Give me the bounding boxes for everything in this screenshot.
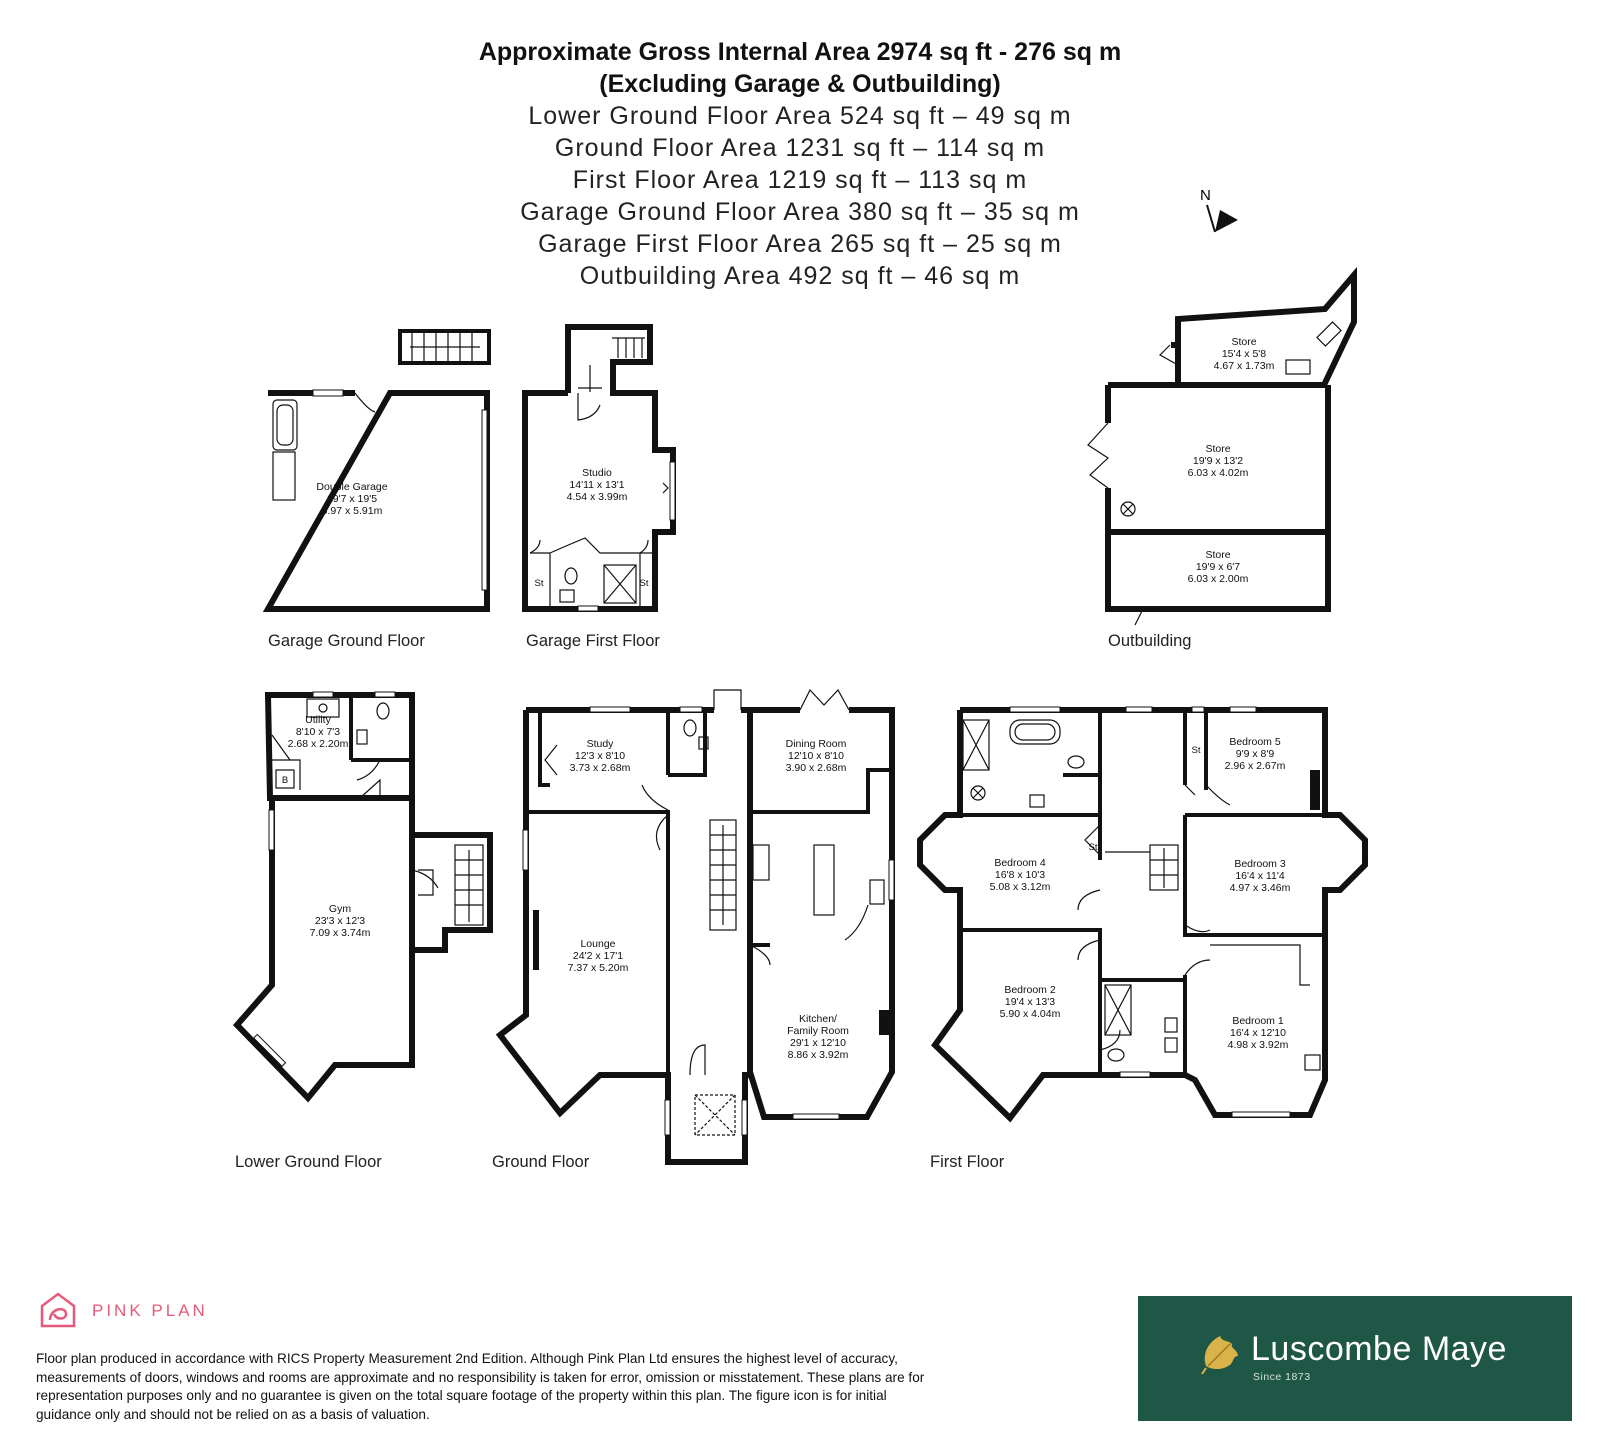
double-garage-name: Double Garage (316, 481, 387, 493)
area-line-outbuilding: Outbuilding Area 492 sq ft – 46 sq m (579, 262, 1021, 290)
gym-name: Gym (329, 903, 351, 915)
store-bottom-name: Store (1205, 549, 1230, 561)
bedroom5-imperial: 9'9 x 8'9 (1236, 748, 1275, 760)
gross-area-title: Approximate Gross Internal Area 2974 sq … (478, 38, 1122, 66)
garage-first-st-right: St (640, 578, 649, 589)
lower-ground-floor-label: Lower Ground Floor (235, 1153, 382, 1171)
bedroom3-name: Bedroom 3 (1234, 858, 1286, 870)
bedroom4-name: Bedroom 4 (994, 857, 1046, 869)
bedroom1-imperial: 16'4 x 12'10 (1230, 1027, 1286, 1039)
north-arrow-icon: N (1200, 187, 1238, 233)
store-bottom-imperial: 19'9 x 6'7 (1196, 561, 1240, 573)
area-line-ground: Ground Floor Area 1231 sq ft – 114 sq m (554, 134, 1046, 162)
garage-first-floor-label: Garage First Floor (526, 632, 660, 650)
store-mid-name: Store (1205, 443, 1230, 455)
gym-metric: 7.09 x 3.74m (310, 927, 371, 939)
bedroom2-imperial: 19'4 x 13'3 (1005, 996, 1055, 1008)
store-bottom-metric: 6.03 x 2.00m (1188, 573, 1249, 585)
double-garage-metric: 5.97 x 5.91m (322, 505, 383, 517)
pink-plan-brand: PINK PLAN (92, 1301, 208, 1320)
agent-logo-box: Luscombe Maye Since 1873 (1138, 1296, 1572, 1421)
first-floor-st-landing: St (1089, 842, 1098, 853)
store-top-name: Store (1231, 336, 1256, 348)
utility-imperial: 8'10 x 7'3 (296, 726, 340, 738)
kitchen-name-2: Family Room (787, 1025, 849, 1037)
studio-imperial: 14'11 x 13'1 (569, 479, 624, 491)
first-floor-st-bedroom5: St (1192, 745, 1201, 756)
dining-room-imperial: 12'10 x 8'10 (788, 750, 844, 762)
area-line-lower-ground: Lower Ground Floor Area 524 sq ft – 49 s… (528, 102, 1072, 130)
studio-name: Studio (582, 467, 612, 479)
dining-room-metric: 3.90 x 2.68m (786, 762, 847, 774)
garage-first-floor-plan: St St Studio 14'11 x 13'1 4.54 x 3.99m G… (522, 324, 676, 650)
area-line-first: First Floor Area 1219 sq ft – 113 sq m (572, 166, 1028, 194)
ground-floor-label: Ground Floor (492, 1153, 590, 1171)
bedroom3-imperial: 16'4 x 11'4 (1235, 870, 1285, 882)
lounge-metric: 7.37 x 5.20m (568, 962, 629, 974)
bedroom3-metric: 4.97 x 3.46m (1230, 882, 1291, 894)
garage-ground-floor-label: Garage Ground Floor (268, 632, 425, 650)
garage-ground-floor-plan: Double Garage 19'7 x 19'5 5.97 x 5.91m G… (262, 329, 491, 650)
store-mid-metric: 6.03 x 4.02m (1188, 467, 1249, 479)
study-metric: 3.73 x 2.68m (570, 762, 631, 774)
studio-metric: 4.54 x 3.99m (567, 491, 628, 503)
area-line-garage-first: Garage First Floor Area 265 sq ft – 25 s… (538, 230, 1062, 258)
outbuilding-plan: Store 15'4 x 5'8 4.67 x 1.73m Store 19'9… (1087, 266, 1357, 650)
first-floor-label: First Floor (930, 1153, 1005, 1171)
utility-metric: 2.68 x 2.20m (288, 738, 349, 750)
bedroom5-name: Bedroom 5 (1229, 736, 1281, 748)
double-garage-imperial: 19'7 x 19'5 (327, 493, 377, 505)
kitchen-name: Kitchen/ (799, 1013, 837, 1025)
lounge-name: Lounge (580, 938, 615, 950)
gym-imperial: 23'3 x 12'3 (315, 915, 365, 927)
agent-since: Since 1873 (1253, 1371, 1311, 1383)
disclaimer-text: Floor plan produced in accordance with R… (36, 1351, 925, 1422)
oak-leaf-icon (1198, 1326, 1250, 1383)
utility-name: Utility (305, 714, 331, 726)
store-mid-imperial: 19'9 x 13'2 (1193, 455, 1243, 467)
store-top-metric: 4.67 x 1.73m (1214, 360, 1275, 372)
bedroom1-name: Bedroom 1 (1232, 1015, 1284, 1027)
bedroom5-metric: 2.96 x 2.67m (1225, 760, 1286, 772)
study-imperial: 12'3 x 8'10 (575, 750, 625, 762)
bedroom2-name: Bedroom 2 (1004, 984, 1056, 996)
outbuilding-label: Outbuilding (1108, 632, 1191, 650)
lounge-imperial: 24'2 x 17'1 (573, 950, 623, 962)
store-top-imperial: 15'4 x 5'8 (1222, 348, 1266, 360)
garage-first-st-left: St (535, 578, 544, 589)
bedroom2-metric: 5.90 x 4.04m (1000, 1008, 1061, 1020)
agent-name: Luscombe Maye (1251, 1330, 1507, 1368)
pink-plan-logo-icon (38, 1290, 78, 1335)
bedroom1-metric: 4.98 x 3.92m (1228, 1039, 1289, 1051)
ground-floor-plan: Study 12'3 x 8'10 3.73 x 2.68m Dining Ro… (492, 688, 895, 1171)
bedroom4-imperial: 16'8 x 10'3 (995, 869, 1045, 881)
gross-area-subtitle: (Excluding Garage & Outbuilding) (599, 70, 1001, 98)
compass-n-label: N (1200, 187, 1211, 204)
kitchen-metric: 8.86 x 3.92m (788, 1049, 849, 1061)
first-floor-plan: St St Bedroom 4 16'8 x 10'3 5.08 x 3.12m… (917, 706, 1368, 1171)
study-name: Study (587, 738, 615, 750)
lower-ground-floor-plan: B Utility 8'10 x 7'3 2.68 x 2.20m Gym 23… (232, 691, 493, 1171)
area-line-garage-ground: Garage Ground Floor Area 380 sq ft – 35 … (520, 198, 1080, 226)
dining-room-name: Dining Room (786, 738, 847, 750)
kitchen-imperial: 29'1 x 12'10 (790, 1037, 846, 1049)
lower-ground-boiler-mark: B (282, 775, 288, 786)
bedroom4-metric: 5.08 x 3.12m (990, 881, 1051, 893)
